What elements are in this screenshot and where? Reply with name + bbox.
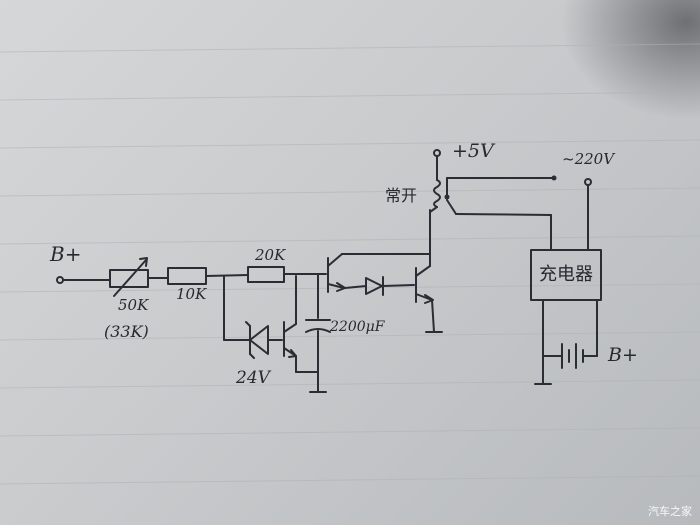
label-normally-open: 常开 [385, 186, 418, 205]
label-50k: 50K [118, 296, 149, 314]
label-220v: ~220V [562, 150, 615, 168]
watermark: 汽车之家 [648, 505, 692, 518]
label-33k: (33K) [104, 322, 149, 341]
resistor-10k [167, 267, 249, 285]
potentiometer-50k [109, 257, 169, 297]
capacitor-2200uf [305, 273, 331, 393]
battery-output [534, 299, 598, 385]
label-2200uf: 2200μF [330, 319, 385, 335]
zener-branch [223, 275, 319, 373]
resistor-20k [247, 266, 319, 283]
transistor-1 [317, 253, 431, 293]
label-b-plus-in: B+ [50, 242, 82, 266]
relay [429, 149, 557, 251]
charger-box [530, 249, 602, 301]
page-shadow [560, 0, 700, 120]
transistor-2 [415, 209, 443, 333]
diode [365, 276, 415, 296]
label-20k: 20K [255, 246, 286, 264]
input-wire [56, 276, 111, 284]
label-plus-5v: +5V [452, 140, 494, 162]
label-charger: 充电器 [539, 264, 593, 285]
label-b-plus-out: B+ [608, 344, 638, 366]
label-10k: 10K [176, 285, 207, 303]
mains-terminal [584, 178, 592, 251]
label-24v: 24V [236, 368, 270, 388]
